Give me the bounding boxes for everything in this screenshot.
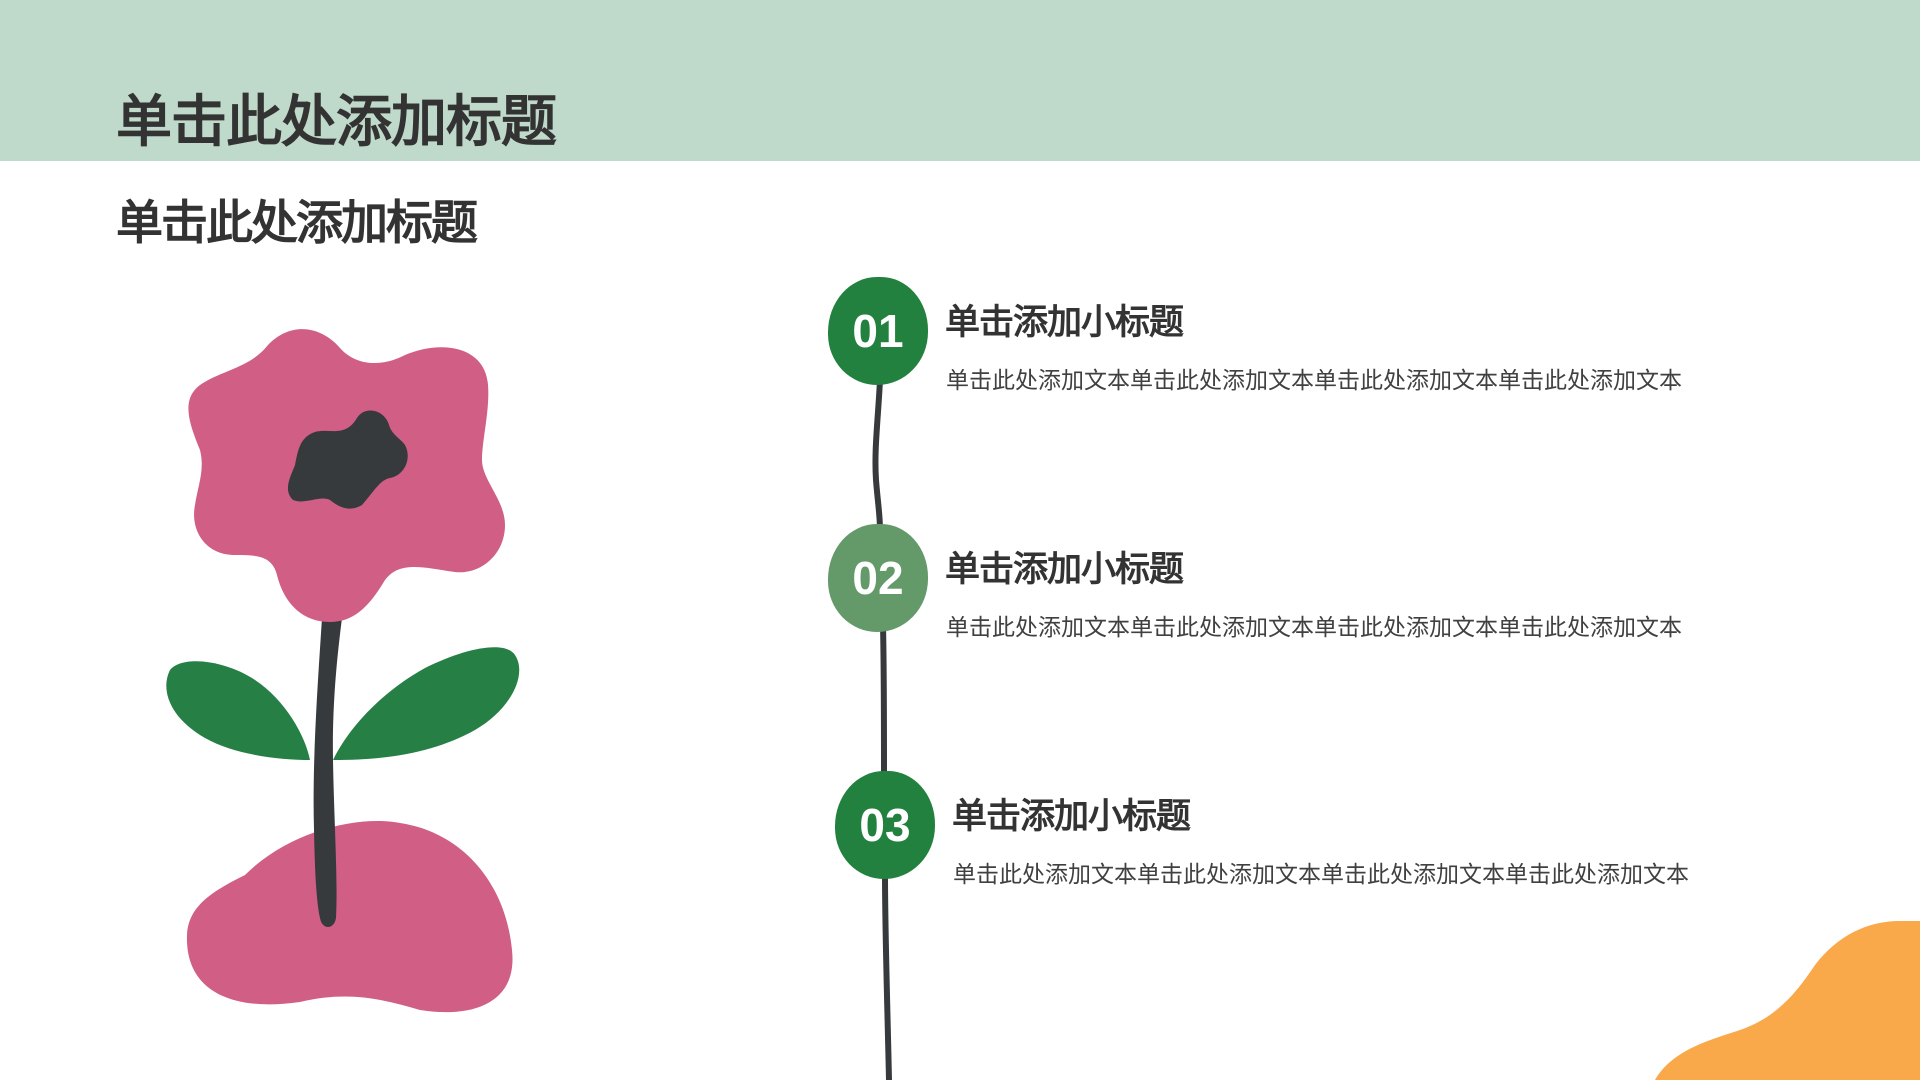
item-heading-2[interactable]: 单击添加小标题 — [945, 550, 1184, 590]
item-heading-1[interactable]: 单击添加小标题 — [945, 303, 1184, 343]
number-badge-2: 02 — [828, 524, 928, 632]
item-text-1[interactable]: 单击此处添加文本单击此处添加文本单击此处添加文本单击此处添加文本 — [946, 368, 1682, 394]
item-heading-3[interactable]: 单击添加小标题 — [952, 797, 1191, 837]
slide-title[interactable]: 单击此处添加标题 — [116, 90, 557, 155]
item-text-3[interactable]: 单击此处添加文本单击此处添加文本单击此处添加文本单击此处添加文本 — [953, 862, 1689, 888]
slide-subtitle[interactable]: 单击此处添加标题 — [116, 196, 478, 251]
item-text-2[interactable]: 单击此处添加文本单击此处添加文本单击此处添加文本单击此处添加文本 — [946, 615, 1682, 641]
header-band — [0, 0, 1920, 161]
number-badge-1: 01 — [828, 277, 928, 385]
number-badge-3: 03 — [835, 771, 935, 879]
